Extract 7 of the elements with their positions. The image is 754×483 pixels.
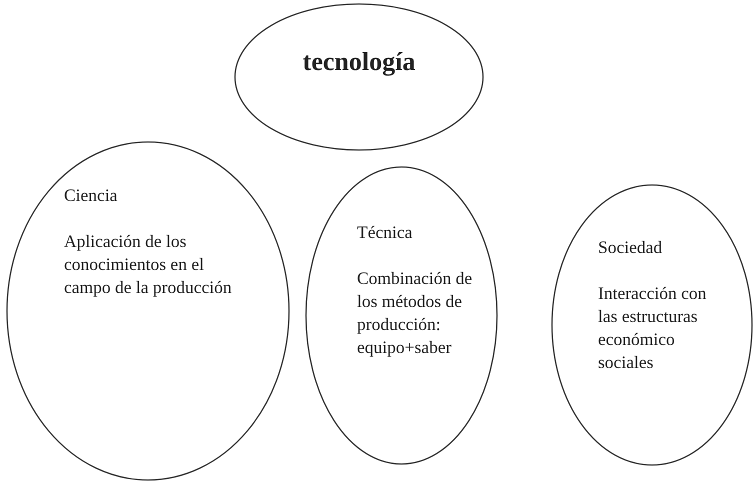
- concept-heading: Técnica: [357, 221, 414, 244]
- concept-description: Combinación de los métodos de producción: equipo+saber: [357, 267, 474, 359]
- concept-heading: Ciencia: [64, 184, 118, 207]
- concept-description: Interacción con las estructuras económico sociales: [598, 282, 708, 374]
- concept-heading: Sociedad: [598, 236, 664, 259]
- concept-description: Aplicación de los conocimientos en el campo de la producción: [64, 230, 233, 299]
- concept-title: tecnología: [302, 47, 416, 77]
